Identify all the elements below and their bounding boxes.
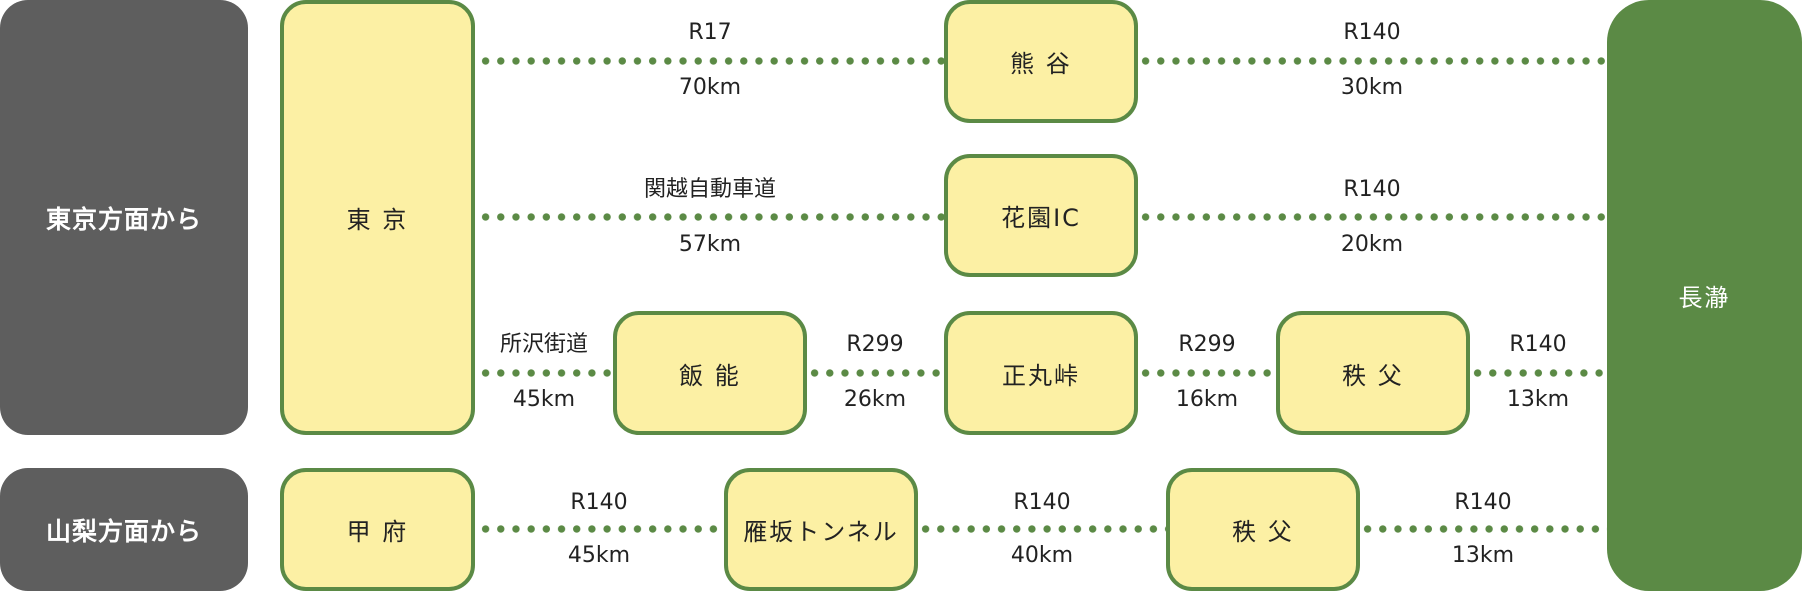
distance-label: 70km: [678, 75, 742, 100]
node-chichibu-2: 秩 父: [1166, 468, 1360, 591]
route-line-r140-karisaka: [918, 525, 1166, 533]
node-hanno: 飯 能: [613, 311, 807, 435]
distance-label: 20km: [1340, 232, 1404, 257]
road-label: R140: [1343, 20, 1401, 45]
road-label: R140: [1454, 490, 1512, 515]
route-line-r140-chichibu2: [1360, 525, 1607, 533]
region-yamanashi: 山梨方面から: [0, 468, 248, 591]
road-label: R140: [570, 490, 628, 515]
road-label: R140: [1013, 490, 1071, 515]
road-label: R299: [846, 332, 904, 357]
route-line-r17: [478, 57, 944, 65]
region-tokyo: 東京方面から: [0, 0, 248, 435]
node-kumagaya: 熊 谷: [944, 0, 1138, 123]
route-line-kanetsu: [478, 213, 944, 221]
node-hanazono-ic: 花園IC: [944, 154, 1138, 277]
road-label: R140: [1509, 332, 1567, 357]
node-shomaru-pass: 正丸峠: [944, 311, 1138, 435]
road-label: 関越自動車道: [643, 177, 776, 202]
distance-label: 45km: [512, 387, 576, 412]
road-label: R140: [1343, 177, 1401, 202]
road-label: 所沢街道: [499, 332, 588, 357]
distance-label: 13km: [1451, 543, 1515, 568]
route-line-r140-hanazono: [1138, 213, 1607, 221]
distance-label: 13km: [1506, 387, 1570, 412]
route-line-r140-kofu: [478, 525, 724, 533]
node-kofu: 甲 府: [280, 468, 475, 591]
road-label: R299: [1178, 332, 1236, 357]
node-karisaka-tunnel: 雁坂トンネル: [724, 468, 918, 591]
route-line-r299-shomaru: [1138, 369, 1276, 377]
road-label: R17: [688, 20, 732, 45]
distance-label: 57km: [678, 232, 742, 257]
route-line-r140-chichibu: [1470, 369, 1607, 377]
route-line-r140-kumagaya: [1138, 57, 1607, 65]
distance-label: 16km: [1175, 387, 1239, 412]
route-line-r299-hanno: [807, 369, 944, 377]
distance-label: 45km: [567, 543, 631, 568]
node-chichibu: 秩 父: [1276, 311, 1470, 435]
node-tokyo: 東 京: [280, 0, 475, 435]
distance-label: 30km: [1340, 75, 1404, 100]
distance-label: 40km: [1010, 543, 1074, 568]
route-line-tokorozawa: [478, 369, 613, 377]
distance-label: 26km: [843, 387, 907, 412]
destination-nagatoro: 長瀞: [1607, 0, 1802, 591]
